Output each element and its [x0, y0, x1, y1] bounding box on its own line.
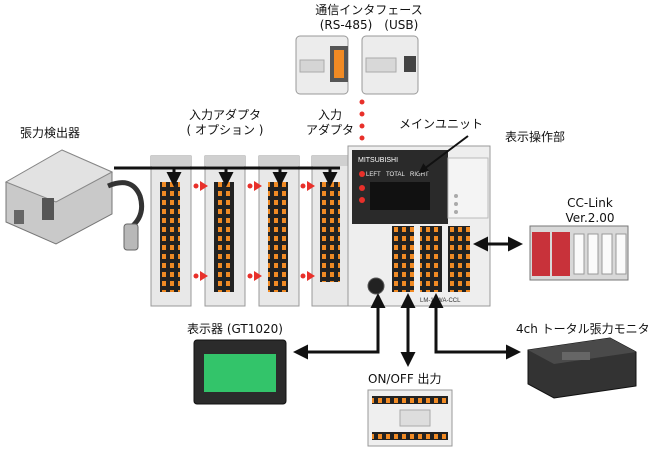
cclink-label-line1: CC-Link: [567, 196, 613, 210]
display-operation-label: 表示操作部: [505, 130, 566, 144]
display-device-label: 表示器 (GT1020): [187, 322, 283, 336]
input-adapter-label-line1: 入力: [317, 108, 342, 122]
gt1020-display-device: [193, 339, 287, 405]
input-adapter-option-1: [150, 155, 192, 307]
rs485-interface-module: [295, 35, 349, 95]
cclink-plc-device: [529, 225, 629, 281]
cclink-label-line2: Ver.2.00: [565, 211, 615, 225]
model-text: LM-10WA-CCL: [420, 298, 461, 304]
input-adapter-option-label-line2: ( オプション ): [186, 123, 264, 137]
total-tension-monitor-device: [527, 337, 637, 399]
adapter-link-arrows: [193, 181, 315, 281]
usb-interface-module: [361, 35, 419, 95]
main-unit-label: メインユニット: [399, 117, 484, 131]
input-adapter-label-line2: アダプタ: [305, 123, 354, 137]
arrows: [114, 135, 523, 367]
comm-interface-label-line2: (RS-485) (USB): [319, 18, 419, 32]
tension-detector-device: [4, 149, 145, 251]
comm-interface-label-line1: 通信インタフェース: [315, 3, 423, 17]
led-label-left: LEFT: [366, 172, 381, 178]
input-adapter-option-2: [204, 155, 246, 307]
tension-detector-label: 張力検出器: [20, 126, 81, 140]
brand-text: MITSUBISHI: [358, 157, 398, 164]
onoff-output-label: ON/OFF 出力: [368, 372, 442, 386]
input-adapter-option-label-line1: 入力アダプタ: [188, 108, 261, 122]
onoff-output-plc-device: [367, 389, 453, 447]
led-label-total: TOTAL: [386, 172, 405, 178]
main-unit-device: MITSUBISHI LEFT TOTAL RIGHT LM-10WA-CCL: [347, 145, 491, 307]
led-label-right: RIGHT: [410, 172, 429, 178]
total-tension-monitor-label: 4ch トータル張力モニタ: [516, 322, 650, 336]
